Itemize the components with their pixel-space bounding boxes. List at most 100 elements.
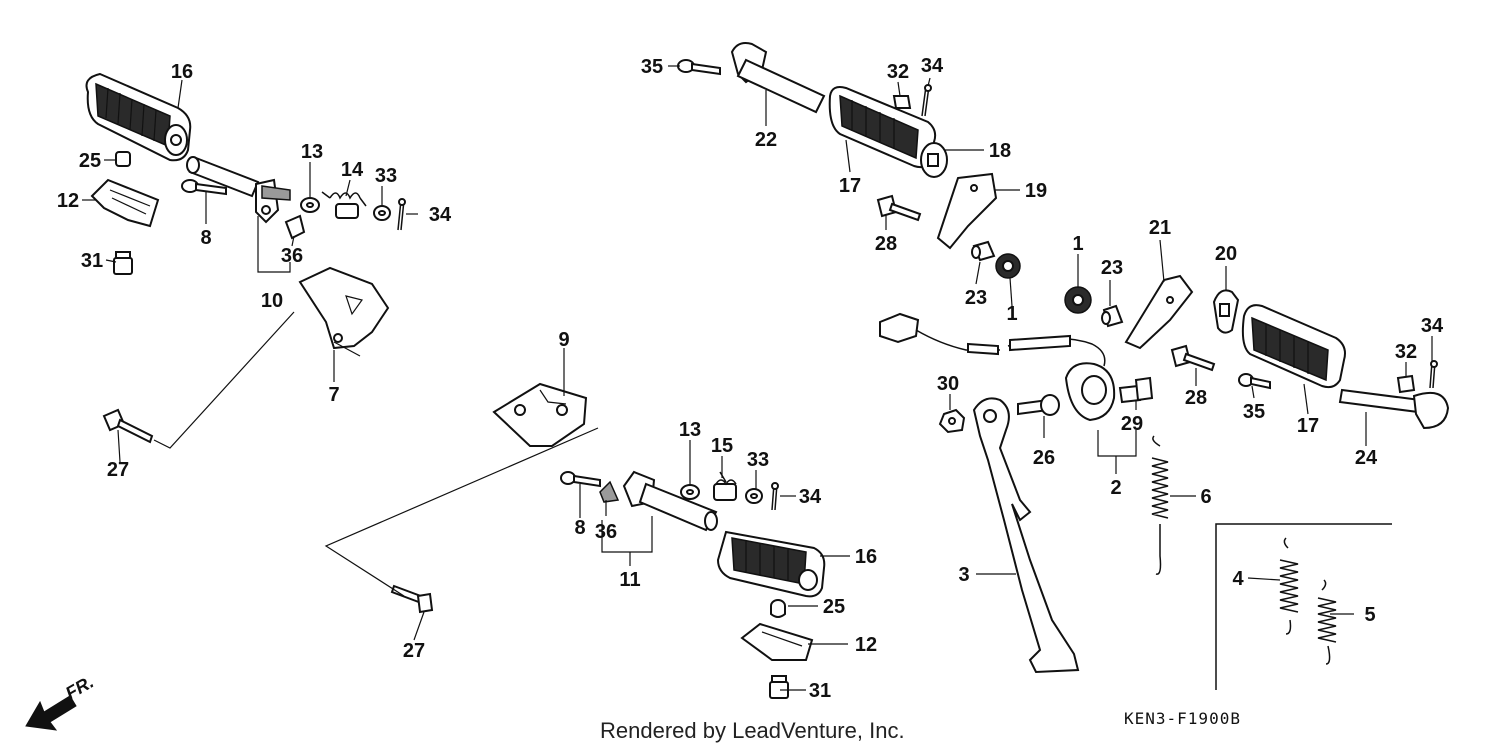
footpeg-bracket-cover-12-left[interactable] <box>90 178 160 228</box>
callout-33-center[interactable]: 33 <box>747 449 769 471</box>
callout-12-left[interactable]: 12 <box>57 190 79 212</box>
callout-35-right[interactable]: 35 <box>1243 401 1265 423</box>
washer-33-left[interactable] <box>373 205 391 221</box>
callout-36-left[interactable]: 36 <box>281 245 303 267</box>
callout-1-top[interactable]: 1 <box>1006 303 1017 325</box>
callout-18[interactable]: 18 <box>989 140 1011 162</box>
bolt-31-left[interactable] <box>113 251 133 275</box>
bolt-27-center[interactable] <box>390 584 434 614</box>
callout-21[interactable]: 21 <box>1149 217 1171 239</box>
washer-33-center[interactable] <box>745 488 763 504</box>
footpeg-rubber-17-top[interactable] <box>828 86 937 169</box>
footpeg-rubber-17-right[interactable] <box>1241 304 1346 389</box>
callout-24[interactable]: 24 <box>1355 447 1378 469</box>
callout-14[interactable]: 14 <box>341 159 364 181</box>
callout-7[interactable]: 7 <box>328 384 339 406</box>
callout-35-top[interactable]: 35 <box>641 56 663 78</box>
collar-23-right[interactable] <box>1101 304 1124 328</box>
callout-28-right[interactable]: 28 <box>1185 387 1207 409</box>
spring-4[interactable] <box>1279 537 1299 635</box>
cotter-pin-34-left[interactable] <box>397 198 406 231</box>
callout-17-right[interactable]: 17 <box>1297 415 1319 437</box>
plate-18[interactable] <box>920 142 948 178</box>
step-bar-22[interactable] <box>730 42 826 114</box>
callout-34-center[interactable]: 34 <box>799 486 822 508</box>
spring-6[interactable] <box>1151 435 1169 575</box>
callout-15[interactable]: 15 <box>711 435 733 457</box>
callout-6[interactable]: 6 <box>1200 486 1211 508</box>
nut-32-top[interactable] <box>892 95 912 109</box>
callout-13-center[interactable]: 13 <box>679 419 701 441</box>
bolt-29[interactable] <box>1118 376 1154 404</box>
callout-16-left[interactable]: 16 <box>171 61 193 83</box>
callout-34-left[interactable]: 34 <box>429 204 452 226</box>
bracket-21[interactable] <box>1124 274 1194 350</box>
callout-25-left[interactable]: 25 <box>79 150 101 172</box>
callout-4[interactable]: 4 <box>1232 568 1244 590</box>
collar-25-center[interactable] <box>770 599 786 618</box>
footpeg-bracket-cover-12-center[interactable] <box>740 622 814 661</box>
callout-36-center[interactable]: 36 <box>595 521 617 543</box>
cotter-pin-34-top[interactable] <box>921 84 932 117</box>
callout-9[interactable]: 9 <box>558 329 569 351</box>
bracket-19[interactable] <box>936 172 998 250</box>
rubber-36-left[interactable] <box>284 214 306 240</box>
step-bar-11-right[interactable] <box>622 470 718 532</box>
footpeg-rubber-16-center[interactable] <box>716 530 826 598</box>
callout-8-left[interactable]: 8 <box>200 227 211 249</box>
spring-15[interactable] <box>713 471 737 501</box>
callout-29[interactable]: 29 <box>1121 413 1143 435</box>
rubber-1-right[interactable] <box>1064 286 1092 314</box>
bolt-26[interactable] <box>1017 394 1060 416</box>
side-stand-3[interactable] <box>972 397 1080 674</box>
callout-26[interactable]: 26 <box>1033 447 1055 469</box>
step-holder-9[interactable] <box>492 382 588 447</box>
callout-8-center[interactable]: 8 <box>574 517 585 539</box>
callout-16-center[interactable]: 16 <box>855 546 877 568</box>
step-bar-24[interactable] <box>1338 388 1450 430</box>
callout-33-left[interactable]: 33 <box>375 165 397 187</box>
cotter-pin-34-right[interactable] <box>1429 360 1438 389</box>
footpeg-rubber-16-left[interactable] <box>85 72 192 162</box>
callout-5[interactable]: 5 <box>1364 604 1375 626</box>
spring-5[interactable] <box>1317 579 1337 665</box>
callout-28-top[interactable]: 28 <box>875 233 897 255</box>
bolt-31-center[interactable] <box>769 675 789 699</box>
callout-11[interactable]: 11 <box>619 569 640 591</box>
callout-10[interactable]: 10 <box>261 290 283 312</box>
callout-23-right[interactable]: 23 <box>1101 257 1123 279</box>
bolt-27-left[interactable] <box>102 408 154 444</box>
callout-31-left[interactable]: 31 <box>81 250 103 272</box>
bolt-28-right[interactable] <box>1170 344 1216 372</box>
plate-20[interactable] <box>1212 289 1240 334</box>
switch-wire-2[interactable] <box>879 312 1116 422</box>
callout-27-left[interactable]: 27 <box>107 459 129 481</box>
callout-30[interactable]: 30 <box>937 373 959 395</box>
callout-20[interactable]: 20 <box>1215 243 1237 265</box>
callout-22[interactable]: 22 <box>755 129 777 151</box>
callout-34-right[interactable]: 34 <box>1421 315 1444 337</box>
spring-14[interactable] <box>321 191 367 219</box>
callout-32-top[interactable]: 32 <box>887 61 909 83</box>
collar-23-top[interactable] <box>971 240 996 262</box>
callout-34-top[interactable]: 34 <box>921 55 944 77</box>
callout-31-center[interactable]: 31 <box>809 680 831 702</box>
step-bar-10-left[interactable] <box>186 156 291 224</box>
callout-27-center[interactable]: 27 <box>403 640 425 662</box>
washer-13-center[interactable] <box>680 484 700 500</box>
callout-19[interactable]: 19 <box>1025 180 1047 202</box>
pin-8-left[interactable] <box>181 179 227 196</box>
bolt-35-right[interactable] <box>1238 373 1271 390</box>
nut-30[interactable] <box>938 408 966 434</box>
pin-8-center[interactable] <box>560 471 601 488</box>
callout-17-top[interactable]: 17 <box>839 175 861 197</box>
callout-1-right[interactable]: 1 <box>1072 233 1083 255</box>
washer-13-left[interactable] <box>300 197 320 213</box>
bolt-28-top[interactable] <box>876 194 922 222</box>
callout-23-top[interactable]: 23 <box>965 287 987 309</box>
callout-32-right[interactable]: 32 <box>1395 341 1417 363</box>
step-holder-7[interactable] <box>298 266 390 357</box>
rubber-36-center[interactable] <box>599 480 620 503</box>
callout-12-center[interactable]: 12 <box>855 634 877 656</box>
collar-25-left[interactable] <box>115 151 131 167</box>
